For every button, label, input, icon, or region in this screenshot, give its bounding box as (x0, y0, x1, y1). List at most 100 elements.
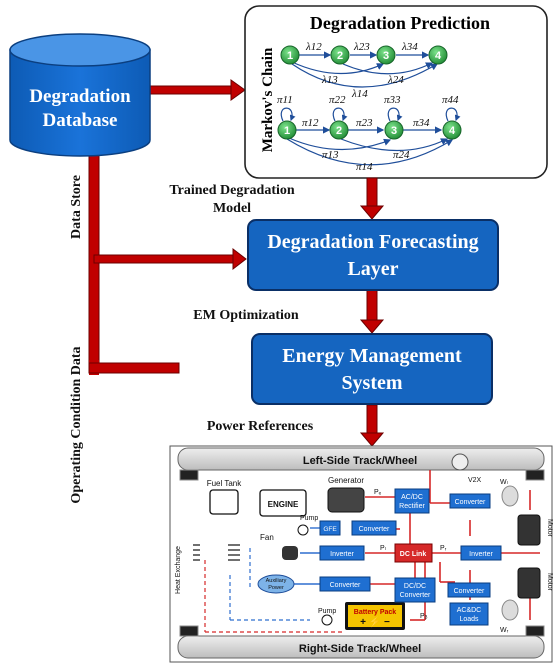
generator-icon (327, 487, 365, 513)
chain1-nodes: 1 2 3 4 (280, 45, 448, 65)
markov-chain-label: Markov's Chain (260, 47, 276, 152)
label-p22: π22 (329, 94, 346, 106)
label-p12: π12 (302, 117, 319, 129)
forecasting-layer-box: Degradation Forecasting Layer (247, 219, 499, 291)
chain1-node-2: 2 (337, 50, 343, 62)
label-p34: π34 (413, 117, 430, 129)
p-b-label: Pᵦ (420, 613, 428, 620)
label-p14: π14 (356, 161, 373, 173)
v2x-label: V2X (468, 477, 482, 484)
gfe-converter-label: Converter (359, 526, 390, 533)
chain2-node-2: 2 (336, 125, 342, 137)
v2x-converter-label: Converter (455, 499, 486, 506)
chain1-node-4: 4 (435, 50, 442, 62)
data-store-bar (88, 129, 100, 371)
p-l-label: Pₗ (380, 545, 386, 552)
degradation-prediction-panel: Degradation Prediction Markov's Chain 1 … (244, 5, 548, 179)
generator-label: Generator (328, 476, 364, 485)
chain2-node-4: 4 (449, 125, 456, 137)
p-g-label: Pₑ (374, 489, 382, 496)
gfe-label: GFE (323, 526, 337, 533)
motor-top-icon (517, 514, 541, 546)
motor-top-label: Motor (546, 519, 553, 538)
engine-icon (259, 489, 307, 517)
ems-box: Energy Management System (251, 333, 493, 405)
ac-dc-rectifier-box (394, 488, 430, 514)
converter-blocks: AC/DC Rectifier Converter V2X GFE Conver… (319, 453, 502, 626)
battery-bolt-icon: + ⚡ − (360, 615, 390, 628)
inverter-right-label: Inverter (469, 551, 493, 558)
operating-condition-label: Operating Condition Data (69, 346, 84, 503)
fan-icon (282, 546, 298, 560)
dc-dc-label-2: Converter (400, 592, 431, 599)
dc-dc-converter-box (394, 577, 436, 603)
dc-link-box (394, 543, 433, 563)
ac-dc-rectifier-label-1: AC/DC (401, 494, 423, 501)
label-l13: λ13 (321, 74, 338, 86)
chain2-node-3: 3 (391, 125, 397, 137)
p-r-label: Pᵣ (440, 545, 447, 552)
data-store-label: Data Store (69, 175, 84, 239)
ac-dc-loads-box (449, 602, 489, 626)
label-l24: λ24 (387, 74, 404, 86)
ac-dc-loads-label-1: AC&DC (457, 607, 482, 614)
aux-converter-label: Converter (330, 582, 361, 589)
label-p33: π33 (384, 94, 401, 106)
wheel-group (179, 469, 545, 637)
inverter-left-box (319, 545, 365, 561)
dc-link-label: DC Link (400, 551, 427, 558)
w-l-label: Wₗ (500, 479, 508, 486)
forecasting-title-1: Degradation Forecasting (267, 231, 478, 253)
chain1-node-1: 1 (287, 50, 293, 62)
db-to-prediction-arrowhead (230, 79, 246, 101)
ac-dc-rectifier-label-2: Rectifier (399, 503, 425, 510)
pump-bottom-label: Pump (318, 608, 336, 615)
database-title-2: Database (43, 110, 118, 131)
trained-model-label-1: Trained Degradation (169, 183, 295, 198)
aux-converter-box (319, 576, 371, 592)
loads-converter-box (447, 582, 491, 598)
right-track-label: Right-Side Track/Wheel (299, 643, 421, 655)
label-p11: π11 (277, 94, 293, 106)
em-optimization-label: EM Optimization (193, 308, 299, 323)
w-r-label: Wᵣ (500, 627, 509, 634)
inverter-left-label: Inverter (330, 551, 354, 558)
degradation-database: Degradation Database (9, 33, 151, 157)
label-p24: π24 (393, 149, 410, 161)
engine-label: ENGINE (268, 500, 299, 509)
dc-dc-label-1: DC/DC (404, 583, 426, 590)
db-to-prediction-bar (149, 85, 233, 95)
operating-data-bar (88, 362, 180, 374)
label-l14: λ14 (351, 88, 368, 100)
heat-exchange-label: Heat Exchange (175, 546, 182, 594)
gfe-converter-box (351, 520, 397, 536)
power-references-label: Power References (207, 419, 314, 434)
auxiliary-power-icon (257, 574, 295, 594)
prediction-title: Degradation Prediction (310, 13, 490, 33)
pump-bottom-icon (321, 614, 333, 626)
gfe-box (319, 520, 341, 536)
left-track-label: Left-Side Track/Wheel (303, 455, 417, 467)
battery-pack-label: Battery Pack (354, 609, 397, 616)
auxiliary-label-2: Power (268, 585, 284, 591)
v2x-converter-box (449, 493, 491, 509)
fuel-tank-icon (209, 489, 239, 515)
fan-label: Fan (260, 533, 274, 542)
trained-model-label-2: Model (213, 201, 251, 216)
ems-title-2: System (341, 372, 402, 394)
markov-chain-2 (280, 107, 461, 166)
db-to-forecast-bar (93, 254, 235, 264)
inverter-right-box (460, 545, 502, 561)
flow-arrows (359, 177, 385, 447)
auxiliary-label-1: Auxiliary (266, 578, 287, 584)
label-p44: π44 (442, 94, 459, 106)
label-l23: λ23 (353, 41, 370, 53)
pump-label: Pump (300, 515, 318, 522)
label-l34: λ34 (401, 41, 418, 53)
heat-exchanger-icon (193, 544, 240, 561)
label-p13: π13 (322, 149, 339, 161)
label-l12: λ12 (305, 41, 322, 53)
chain2-node-1: 1 (284, 125, 290, 137)
label-p23: π23 (356, 117, 373, 129)
